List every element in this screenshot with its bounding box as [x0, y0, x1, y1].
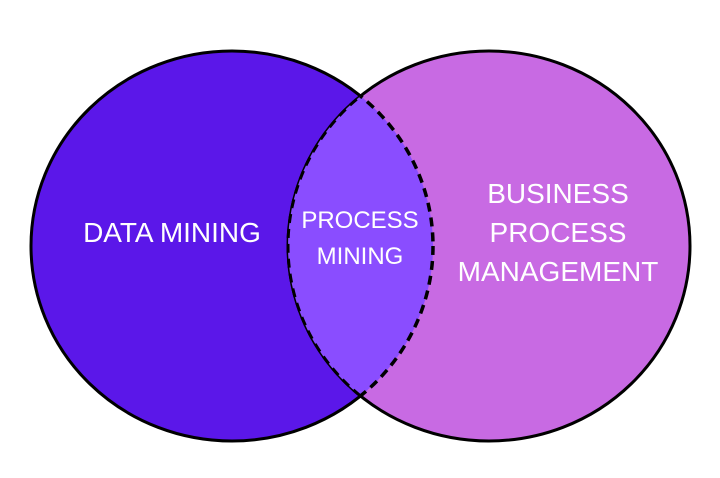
process-mining-label-line2: MINING: [317, 243, 404, 270]
bpm-label-line1: BUSINESS: [487, 178, 629, 209]
intersection-dashed-border-left: [288, 51, 435, 441]
process-mining-label-line1: PROCESS: [301, 207, 418, 234]
bpm-label-line2: PROCESS: [490, 217, 627, 248]
process-mining-intersection: [288, 51, 433, 441]
data-mining-label: DATA MINING: [83, 217, 261, 248]
bpm-label-line3: MANAGEMENT: [458, 256, 659, 287]
intersection-dashed-border-right: [286, 51, 433, 441]
